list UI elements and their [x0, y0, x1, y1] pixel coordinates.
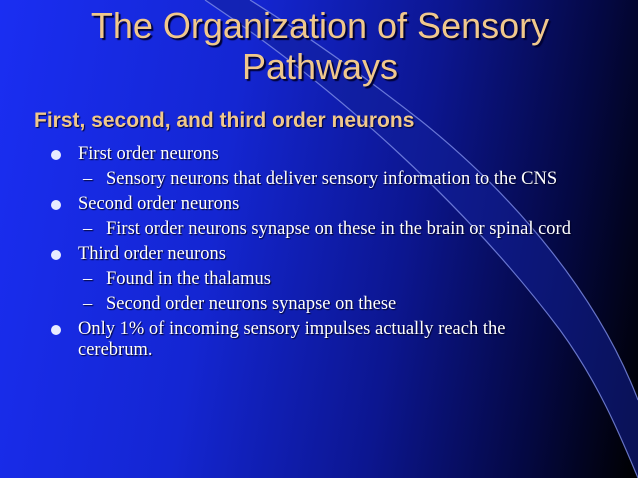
slide-subheading: First, second, and third order neurons — [34, 109, 415, 132]
sub-bullet-item: First order neurons synapse on these in … — [0, 219, 581, 240]
swoosh-line-inner — [249, 0, 638, 401]
bullet-item: Second order neurons — [0, 194, 578, 215]
swoosh-line-outer — [204, 0, 638, 478]
bullet-list: First order neuronsSensory neurons that … — [0, 144, 638, 361]
bullet-item: Only 1% of incoming sensory impulses act… — [0, 319, 578, 361]
bullet-item: First order neurons — [0, 144, 578, 165]
sub-bullet-item: Second order neurons synapse on these — [0, 294, 581, 315]
slide-title: The Organization of Sensory Pathways — [90, 5, 550, 87]
bullet-item: Third order neurons — [0, 244, 578, 265]
sub-bullet-item: Sensory neurons that deliver sensory inf… — [0, 169, 581, 190]
sub-bullet-item: Found in the thalamus — [0, 269, 581, 290]
